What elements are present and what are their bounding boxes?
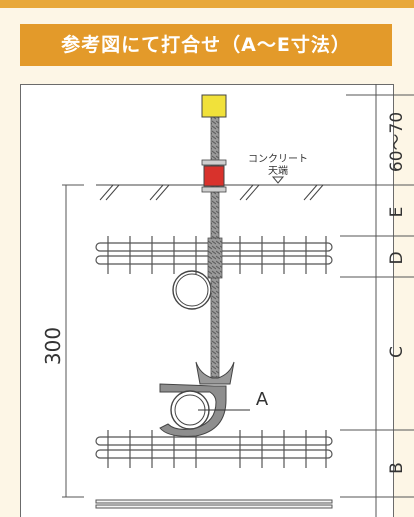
concrete-top-label-2: 天端 — [268, 164, 288, 177]
section-title-banner: 参考図にて打合せ（A〜E寸法） — [20, 24, 392, 66]
lower-rebar — [95, 430, 333, 468]
yellow-cap — [201, 94, 227, 118]
callout-a-label: A — [256, 389, 269, 410]
dim-label-300: 300 — [41, 327, 65, 365]
dim-label-d: D — [387, 251, 407, 264]
pipe-clamp — [159, 383, 227, 437]
rod-sleeve — [207, 237, 223, 279]
base-plate — [95, 499, 333, 509]
red-nut — [203, 165, 225, 187]
top-accent-strip — [0, 0, 414, 8]
dim-label-e: E — [387, 207, 407, 218]
level-marker-icon — [271, 176, 285, 184]
pipe-circle — [172, 270, 212, 310]
wing-nut — [195, 361, 235, 385]
concrete-top-label: コンクリート — [248, 153, 308, 165]
dim-label-c: C — [387, 346, 407, 358]
dim-label-top: 60〜70 — [387, 112, 407, 172]
concrete-hatch — [99, 184, 324, 201]
dim-label-b: B — [387, 462, 407, 474]
